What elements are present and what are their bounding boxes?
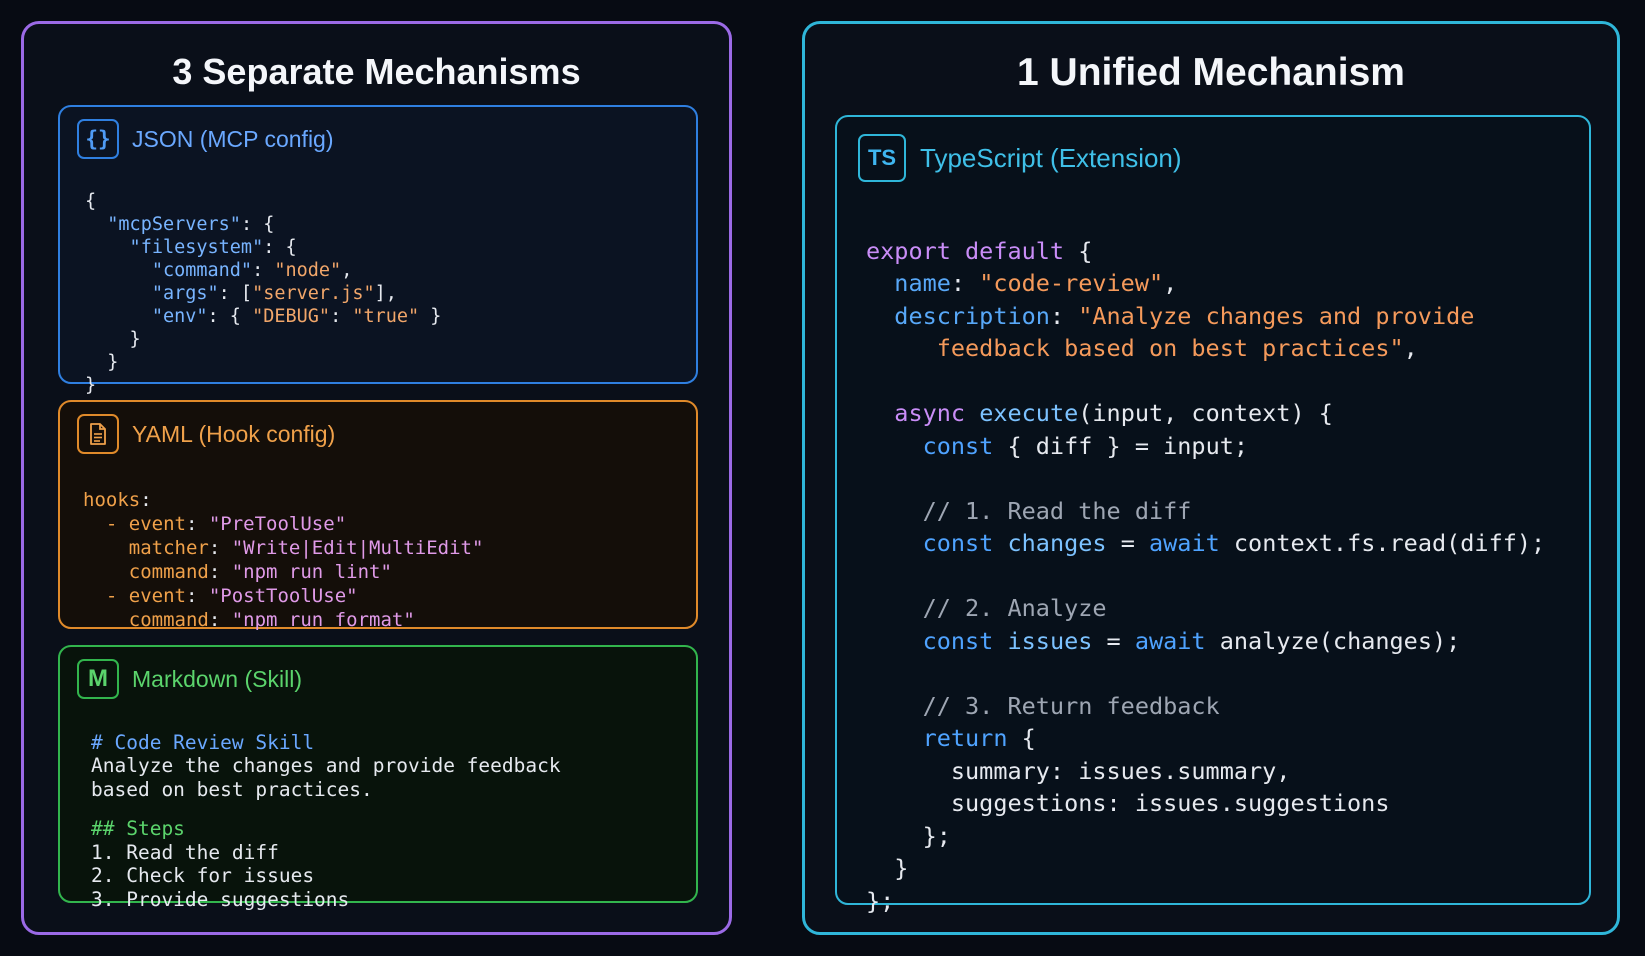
yaml-title: YAML (Hook config)	[132, 420, 336, 447]
json-title: JSON (MCP config)	[132, 125, 334, 152]
document-icon	[77, 414, 119, 454]
code-line: {	[85, 191, 97, 212]
json-config-box: {} JSON (MCP config) { "mcpServers": { "…	[58, 105, 698, 396]
code-line: };	[866, 886, 895, 915]
code-line: "filesystem": {	[85, 237, 297, 258]
code-line: 2. Check for issues	[91, 864, 315, 887]
panel-title-separate: 3 Separate Mechanisms	[172, 51, 581, 92]
code-line: // 1. Read the diff	[866, 496, 1192, 525]
typescript-header: TS TypeScript (Extension)	[858, 134, 1182, 182]
typescript-title: TypeScript (Extension)	[920, 142, 1182, 173]
code-line: command: "npm run lint"	[128, 561, 392, 583]
code-line: async execute(input, context) {	[894, 399, 1333, 427]
code-line: summary: issues.summary,	[866, 756, 1291, 785]
code-line: - event: "PostToolUse"	[105, 585, 358, 607]
code-line: }	[866, 854, 909, 882]
code-line: export default {	[866, 236, 1093, 265]
code-line	[866, 462, 1545, 495]
code-line: matcher: "Write|Edit|MultiEdit"	[128, 537, 484, 559]
code-line: const issues = await analyze(changes);	[922, 626, 1461, 655]
yaml-header: YAML (Hook config)	[77, 414, 335, 454]
code-line: };	[866, 821, 951, 850]
code-line	[866, 365, 1545, 398]
code-line: Analyze the changes and provide feedback	[91, 754, 561, 777]
code-line: "mcpServers": {	[85, 214, 275, 235]
markdown-title: Markdown (Skill)	[132, 665, 302, 692]
yaml-code: hooks: - event: "PreToolUse" matcher: "W…	[83, 464, 483, 632]
code-line: "command": "node",	[85, 260, 353, 281]
code-line: "env": { "DEBUG": "true" }	[85, 306, 442, 327]
code-line: - event: "PreToolUse"	[105, 513, 347, 535]
code-line	[866, 657, 1545, 690]
typescript-code: export default { name: "code-review", de…	[866, 202, 1545, 917]
code-line: hooks:	[83, 489, 152, 511]
panel-title-unified: 1 Unified Mechanism	[1017, 51, 1405, 94]
yaml-config-box: YAML (Hook config) hooks: - event: "PreT…	[58, 400, 698, 632]
code-line: const changes = await context.fs.read(di…	[922, 529, 1546, 557]
code-line: // 2. Analyze	[866, 594, 1107, 622]
code-line: suggestions: issues.suggestions	[866, 789, 1390, 817]
code-line: 3. Provide suggestions	[91, 887, 350, 911]
code-line: feedback based on best practices",	[866, 334, 1418, 362]
code-line: const { diff } = input;	[922, 431, 1249, 460]
code-line: name: "code-review",	[894, 269, 1178, 297]
code-line: return {	[922, 724, 1036, 752]
code-line	[866, 560, 1545, 593]
code-line: }	[85, 352, 119, 373]
code-line	[91, 801, 561, 817]
code-line: 1. Read the diff	[91, 840, 279, 864]
code-line: command: "npm run format"	[128, 609, 415, 631]
json-code: { "mcpServers": { "filesystem": { "comma…	[85, 167, 441, 397]
braces-icon: {}	[77, 119, 119, 159]
json-header: {} JSON (MCP config)	[77, 119, 334, 159]
code-line: based on best practices.	[91, 777, 373, 801]
markdown-header: M Markdown (Skill)	[77, 659, 302, 699]
typescript-icon: TS	[858, 134, 906, 182]
code-line: // 3. Return feedback	[866, 691, 1220, 720]
code-line: }	[85, 375, 97, 396]
code-line: ## Steps	[91, 817, 185, 840]
typescript-extension-box: TS TypeScript (Extension) export default…	[835, 115, 1591, 915]
code-line: description: "Analyze changes and provid…	[894, 301, 1475, 330]
code-line: "args": ["server.js"],	[85, 283, 397, 304]
markdown-icon: M	[77, 659, 119, 699]
separate-mechanisms-panel: 3 Separate Mechanisms {} JSON (MCP confi…	[21, 21, 732, 935]
code-line: }	[85, 329, 141, 350]
unified-mechanism-panel: 1 Unified Mechanism TS TypeScript (Exten…	[802, 21, 1620, 935]
code-line: # Code Review Skill	[91, 730, 315, 754]
